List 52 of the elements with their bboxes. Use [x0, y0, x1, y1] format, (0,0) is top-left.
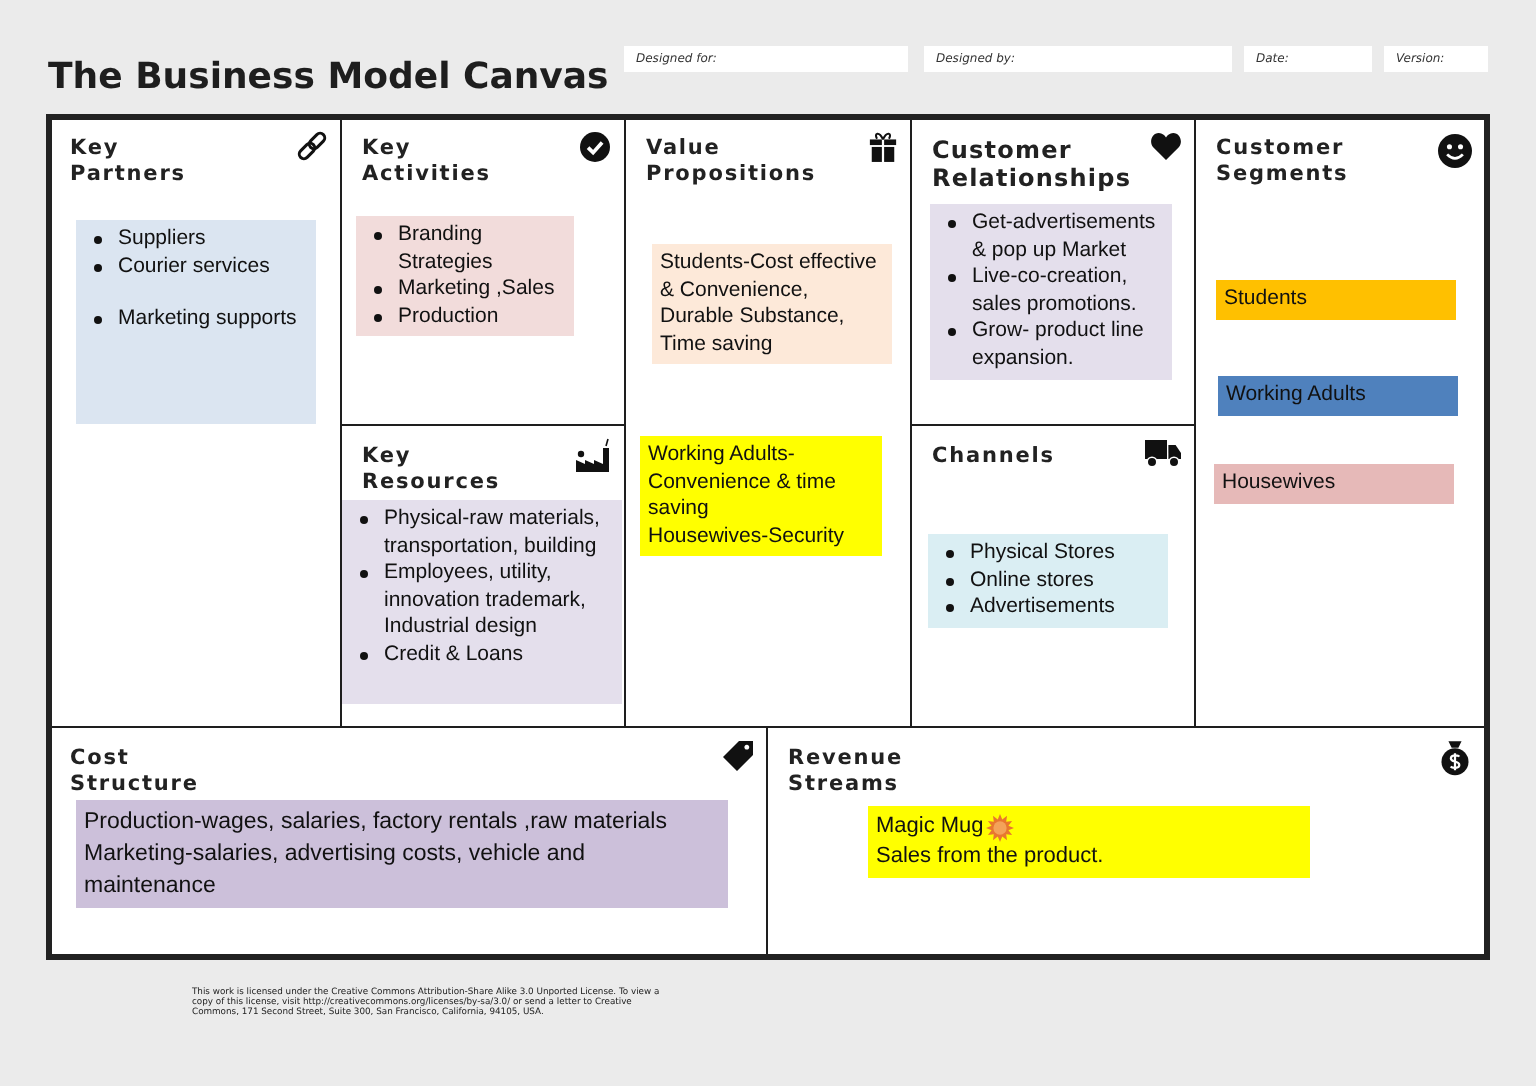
list-item: Marketing supports [84, 306, 308, 333]
section-heading: Revenue Streams [788, 746, 904, 796]
list-item: Physical Stores [936, 540, 1160, 567]
section-heading: Key Activities [362, 136, 491, 186]
canvas-section [340, 424, 626, 728]
list-item: Employees, utility, innovation trademark, Industrial design [350, 560, 614, 641]
sticky-note: Students [1216, 280, 1456, 319]
note-text: Sales from the product. [876, 842, 1106, 872]
sticky-note [76, 220, 316, 424]
list-item: Production [364, 303, 566, 330]
section-heading: Customer Relationships [932, 136, 1132, 192]
list-item: Credit & Loans [350, 641, 614, 668]
canvas-section [48, 726, 768, 958]
sticky-note [928, 534, 1168, 627]
note-text: Magic Mug [876, 812, 984, 842]
canvas-section [910, 116, 1196, 426]
list-item: Grow- product line expansion. [938, 318, 1164, 372]
sticky-note: Working Adults [1218, 376, 1458, 415]
list-item: Advertisements [936, 594, 1160, 621]
list-item: Marketing ,Sales [364, 276, 566, 303]
canvas-section [766, 726, 1488, 958]
list-item: Physical-raw materials, transportation, building [350, 506, 614, 560]
canvas-section [910, 424, 1196, 728]
sticky-note [930, 204, 1172, 380]
list-item: Suppliers [84, 226, 308, 253]
note-text: Working Adults-Convenience & time saving [648, 442, 838, 523]
sticky-note [76, 800, 728, 908]
canvas-section [624, 116, 912, 728]
note-text: Marketing-salaries, advertising costs, vehicle and maintenance [84, 840, 588, 902]
sticky-note: Housewives [1214, 464, 1454, 503]
section-heading: Key Partners [70, 136, 186, 186]
list-item: Branding Strategies [364, 222, 566, 276]
section-heading: Cost Structure [70, 746, 199, 796]
sticky-note [356, 216, 574, 336]
diagram-title: The Business Model Canvas [48, 56, 609, 100]
note-text: Production-wages, salaries, factory rentals ,raw materials [84, 808, 669, 838]
list-item: Live-co-creation, sales promotions. [938, 264, 1164, 318]
canvas-section [1194, 116, 1488, 728]
section-heading: Value Propositions [646, 136, 817, 186]
canvas-section [48, 116, 342, 728]
note-text: Housewives-Security [648, 523, 847, 550]
list-item: Courier services [84, 253, 308, 280]
canvas-section [340, 116, 626, 426]
sticky-note [640, 436, 882, 556]
section-heading: Channels [932, 444, 1055, 469]
section-heading: Key Resources [362, 444, 501, 494]
section-heading: Customer Segments [1216, 136, 1349, 186]
sticky-note [868, 806, 1310, 878]
sticky-note: Students-Cost effective & Convenience, Durable Substance, Time saving [652, 244, 892, 364]
list-item: Get-advertisements & pop up Market [938, 210, 1164, 264]
list-item: Online stores [936, 567, 1160, 594]
sticky-note [342, 500, 622, 704]
